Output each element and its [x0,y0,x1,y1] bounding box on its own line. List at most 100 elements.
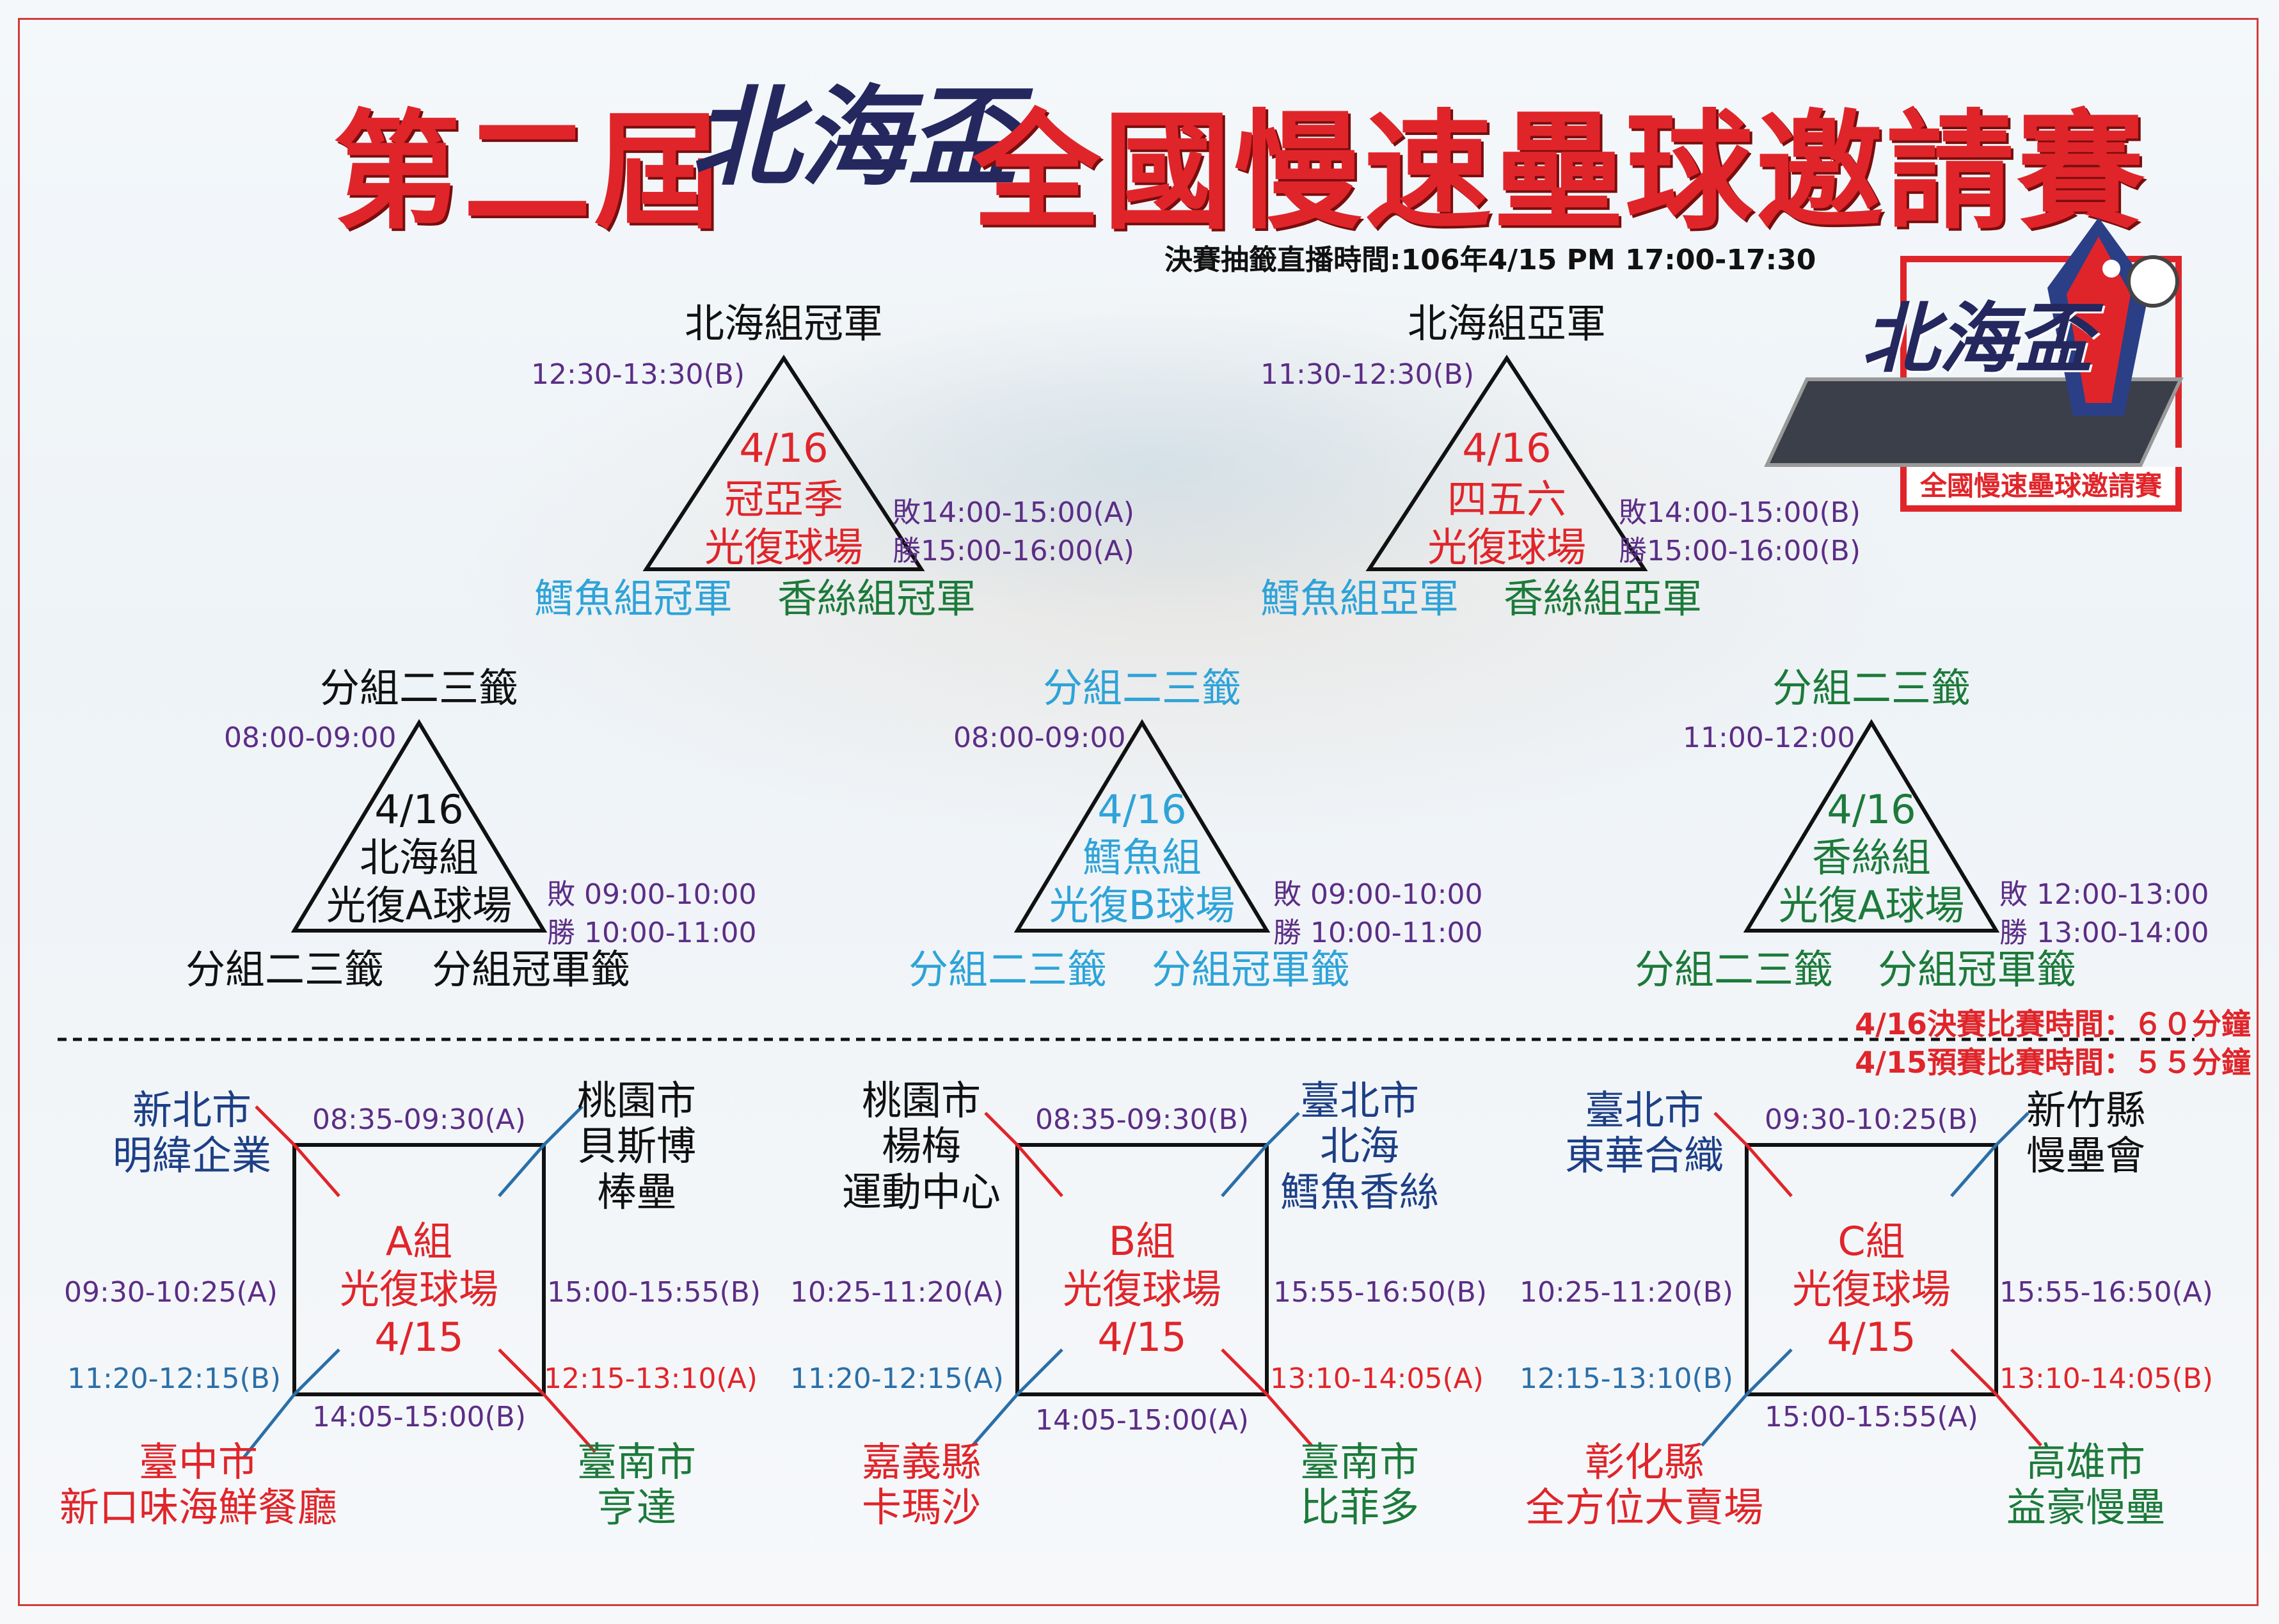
pool-a-time-bl: 11:20-12:15(B) [67,1362,281,1395]
pool-a-diagonals [242,1105,596,1460]
pool-c-diagonals [1701,1112,2042,1447]
logo: 北海盃 全國慢速壘球邀請賽 [1764,211,2195,544]
title-prefix: 第二屆 [333,98,725,247]
pool-b-time-right: 15:55-16:50(B) [1273,1276,1487,1309]
final-2-left: 鱈魚組亞軍 [1260,575,1459,622]
group-2-right: 分組冠軍籤 [1152,946,1351,993]
triangle-final-1 [642,354,925,571]
group-3-venue: 光復A球場 [1778,882,1965,929]
pool-b-name: B組 [1108,1218,1176,1265]
final-1-win: 勝15:00-16:00(A) [893,535,1134,567]
pool-b-time-bottom: 14:05-15:00(A) [1035,1404,1249,1437]
final-2-top: 北海組亞軍 [1407,300,1606,347]
pool-b-team-tr: 臺北市 北海 鱈魚香絲 [1280,1077,1439,1215]
group-2-venue: 光復B球場 [1049,882,1235,929]
group-3-top-time: 11:00-12:00 [1683,721,1855,754]
background-island [448,275,1919,851]
pool-b-venue: 光復球場 [1062,1266,1221,1313]
pool-b-square [1015,1143,1269,1396]
pool-a-time-right: 15:00-15:55(B) [547,1276,761,1309]
pool-a-time-top: 08:35-09:30(A) [312,1103,526,1136]
pool-c-team-bl: 彰化縣 全方位大賣場 [1525,1439,1763,1531]
group-2-date: 4/16 [1097,786,1187,833]
group-1-lose: 敗 09:00-10:00 [547,878,757,911]
group-2-left: 分組二三籤 [909,946,1108,993]
group-3-lose: 敗 12:00-13:00 [1999,878,2209,911]
pool-c-team-tr: 新竹縣 慢壘會 [2026,1087,2145,1179]
final-2-right: 香絲組亞軍 [1504,575,1703,622]
pool-c-venue: 光復球場 [1791,1266,1951,1313]
final-1-name: 冠亞季 [724,476,843,523]
pool-a-team-bl: 臺中市 新口味海鮮餐廳 [59,1439,337,1531]
triangle-group-3 [1743,719,2000,933]
logo-brand: 北海盃 [1862,294,2092,384]
group-2-lose: 敗 09:00-10:00 [1273,878,1483,911]
draw-broadcast-time: 決賽抽籤直播時間:106年4/15 PM 17:00-17:30 [1164,244,1816,276]
triangle-final-2 [1365,354,1648,571]
pool-a-venue: 光復球場 [339,1266,498,1313]
pool-c-team-tl: 臺北市 東華合織 [1564,1087,1724,1179]
pool-c-time-br: 13:10-14:05(B) [1999,1362,2213,1395]
pool-c-time-right: 15:55-16:50(A) [1999,1276,2213,1309]
triangle-group-1 [290,719,548,933]
pool-c-date: 4/15 [1827,1314,1916,1360]
pool-b-team-bl: 嘉義縣 卡瑪沙 [861,1439,981,1531]
pool-a-time-br: 12:15-13:10(A) [544,1362,758,1395]
final-1-right: 香絲組冠軍 [777,575,976,622]
final-1-venue: 光復球場 [704,524,863,571]
fish-icon [2047,217,2179,416]
logo-frame [1900,256,2182,448]
pool-a-time-left: 09:30-10:25(A) [64,1276,278,1309]
final-1-date: 4/16 [739,425,829,471]
pool-a-time-bottom: 14:05-15:00(B) [312,1401,526,1433]
group-3-left: 分組二三籤 [1635,946,1834,993]
group-2-top: 分組二三籤 [1042,665,1241,711]
pool-b-time-br: 13:10-14:05(A) [1270,1362,1484,1395]
note-prelim-time: 4/15預賽比賽時間：５５分鐘 [1855,1045,2251,1080]
final-2-win: 勝15:00-16:00(B) [1619,535,1861,567]
triangle-group-2 [1013,719,1271,933]
final-2-venue: 光復球場 [1427,524,1586,571]
pool-a-name: A組 [385,1218,453,1265]
pool-c-time-top: 09:30-10:25(B) [1765,1103,1978,1136]
final-1-lose: 敗14:00-15:00(A) [893,496,1134,529]
pool-b-time-left: 10:25-11:20(A) [790,1276,1004,1309]
pool-a-date: 4/15 [374,1314,464,1360]
final-2-name: 四五六 [1447,476,1566,523]
note-final-time: 4/16決賽比賽時間：６０分鐘 [1855,1007,2251,1041]
pool-b-team-br: 臺南市 比菲多 [1299,1439,1419,1531]
pool-b-diagonals [971,1112,1313,1447]
group-1-top: 分組二三籤 [319,665,518,711]
pool-c-team-br: 高雄市 益豪慢壘 [2006,1439,2165,1531]
group-1-win: 勝 10:00-11:00 [547,917,757,949]
pool-b-time-bl: 11:20-12:15(A) [790,1362,1004,1395]
group-1-venue: 光復A球場 [326,882,512,929]
pool-c-square [1745,1143,1998,1396]
group-1-top-time: 08:00-09:00 [224,721,397,754]
group-3-name: 香絲組 [1811,834,1931,881]
final-2-top-time: 11:30-12:30(B) [1260,358,1474,391]
group-3-right: 分組冠軍籤 [1878,946,2077,993]
pool-c-name: C組 [1838,1218,1905,1265]
logo-banner: 全國慢速壘球邀請賽 [1900,467,2182,512]
final-1-top-time: 12:30-13:30(B) [531,358,745,391]
final-1-left: 鱈魚組冠軍 [534,575,733,622]
group-1-right: 分組冠軍籤 [432,946,631,993]
final-2-date: 4/16 [1462,425,1552,471]
pool-a-team-tl: 新北市 明緯企業 [112,1087,271,1179]
final-2-lose: 敗14:00-15:00(B) [1619,496,1861,529]
pool-a-team-br: 臺南市 亨達 [576,1439,696,1531]
title-suffix: 全國慢速壘球邀請賽 [973,98,2148,247]
group-2-top-time: 08:00-09:00 [953,721,1126,754]
logo-banner-text: 全國慢速壘球邀請賽 [1919,470,2162,501]
group-3-date: 4/16 [1827,786,1916,833]
group-3-top: 分組二三籤 [1772,665,1971,711]
final-1-top: 北海組冠軍 [684,300,883,347]
pool-a-square [292,1143,546,1396]
title-brand: 北海盃 [691,74,1018,201]
group-2-name: 鱈魚組 [1082,834,1202,881]
pool-c-time-bottom: 15:00-15:55(A) [1765,1401,1978,1433]
pool-a-team-tr: 桃園市 貝斯博 棒壘 [576,1077,696,1215]
